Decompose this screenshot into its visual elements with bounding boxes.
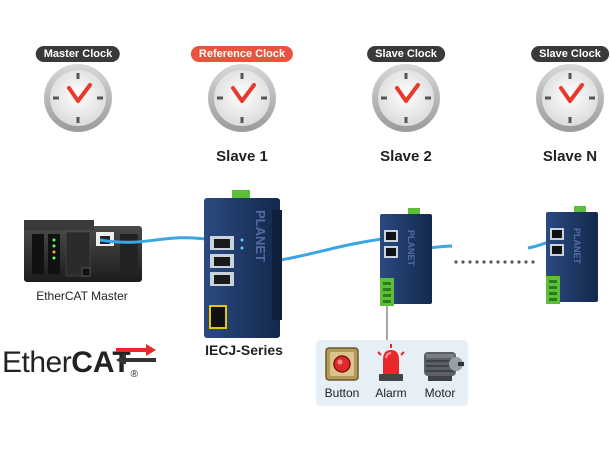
ethercat-master-device <box>24 220 142 282</box>
alarm-icon <box>377 344 405 381</box>
clock-icon <box>44 64 112 132</box>
button-label: Button <box>324 386 360 400</box>
logo-registered: ® <box>130 369 139 380</box>
clock-icon <box>372 64 440 132</box>
network-diagram: PLANET PLANET PLANET <box>24 190 598 340</box>
continuation-dots <box>454 260 535 264</box>
alarm-label: Alarm <box>375 386 407 400</box>
slave-2-label: Slave 2 <box>380 148 432 165</box>
slave-1-label: Slave 1 <box>216 148 268 165</box>
clock-icon <box>536 64 604 132</box>
slave-n-label: Slave N <box>542 148 598 165</box>
slave-clock-badge: Slave Clock <box>367 46 445 62</box>
master-clock-badge: Master Clock <box>35 46 121 62</box>
ethercat-master-label: EtherCAT Master <box>36 289 128 303</box>
reference-clock-badge: Reference Clock <box>190 46 294 62</box>
iecj-series-label: IECJ-Series <box>205 342 283 358</box>
svg-text:PLANET: PLANET <box>253 210 268 262</box>
slave-n-module: PLANET <box>546 206 598 304</box>
field-devices-panel: Button Alarm Motor <box>316 340 468 406</box>
iecj-switch: PLANET <box>204 190 282 338</box>
clock-icons <box>44 64 604 132</box>
svg-text:PLANET: PLANET <box>572 228 582 265</box>
button-icon <box>325 347 359 381</box>
motor-label: Motor <box>424 386 456 400</box>
ethercat-logo-arrows <box>116 344 156 364</box>
motor-icon <box>424 352 464 381</box>
logo-prefix: Ether <box>2 346 72 379</box>
slave-2-module: PLANET <box>380 208 432 306</box>
svg-text:PLANET: PLANET <box>406 230 416 267</box>
cable-master-to-slave1 <box>99 236 215 244</box>
slave-clock-badge-n: Slave Clock <box>531 46 609 62</box>
clock-icon <box>208 64 276 132</box>
